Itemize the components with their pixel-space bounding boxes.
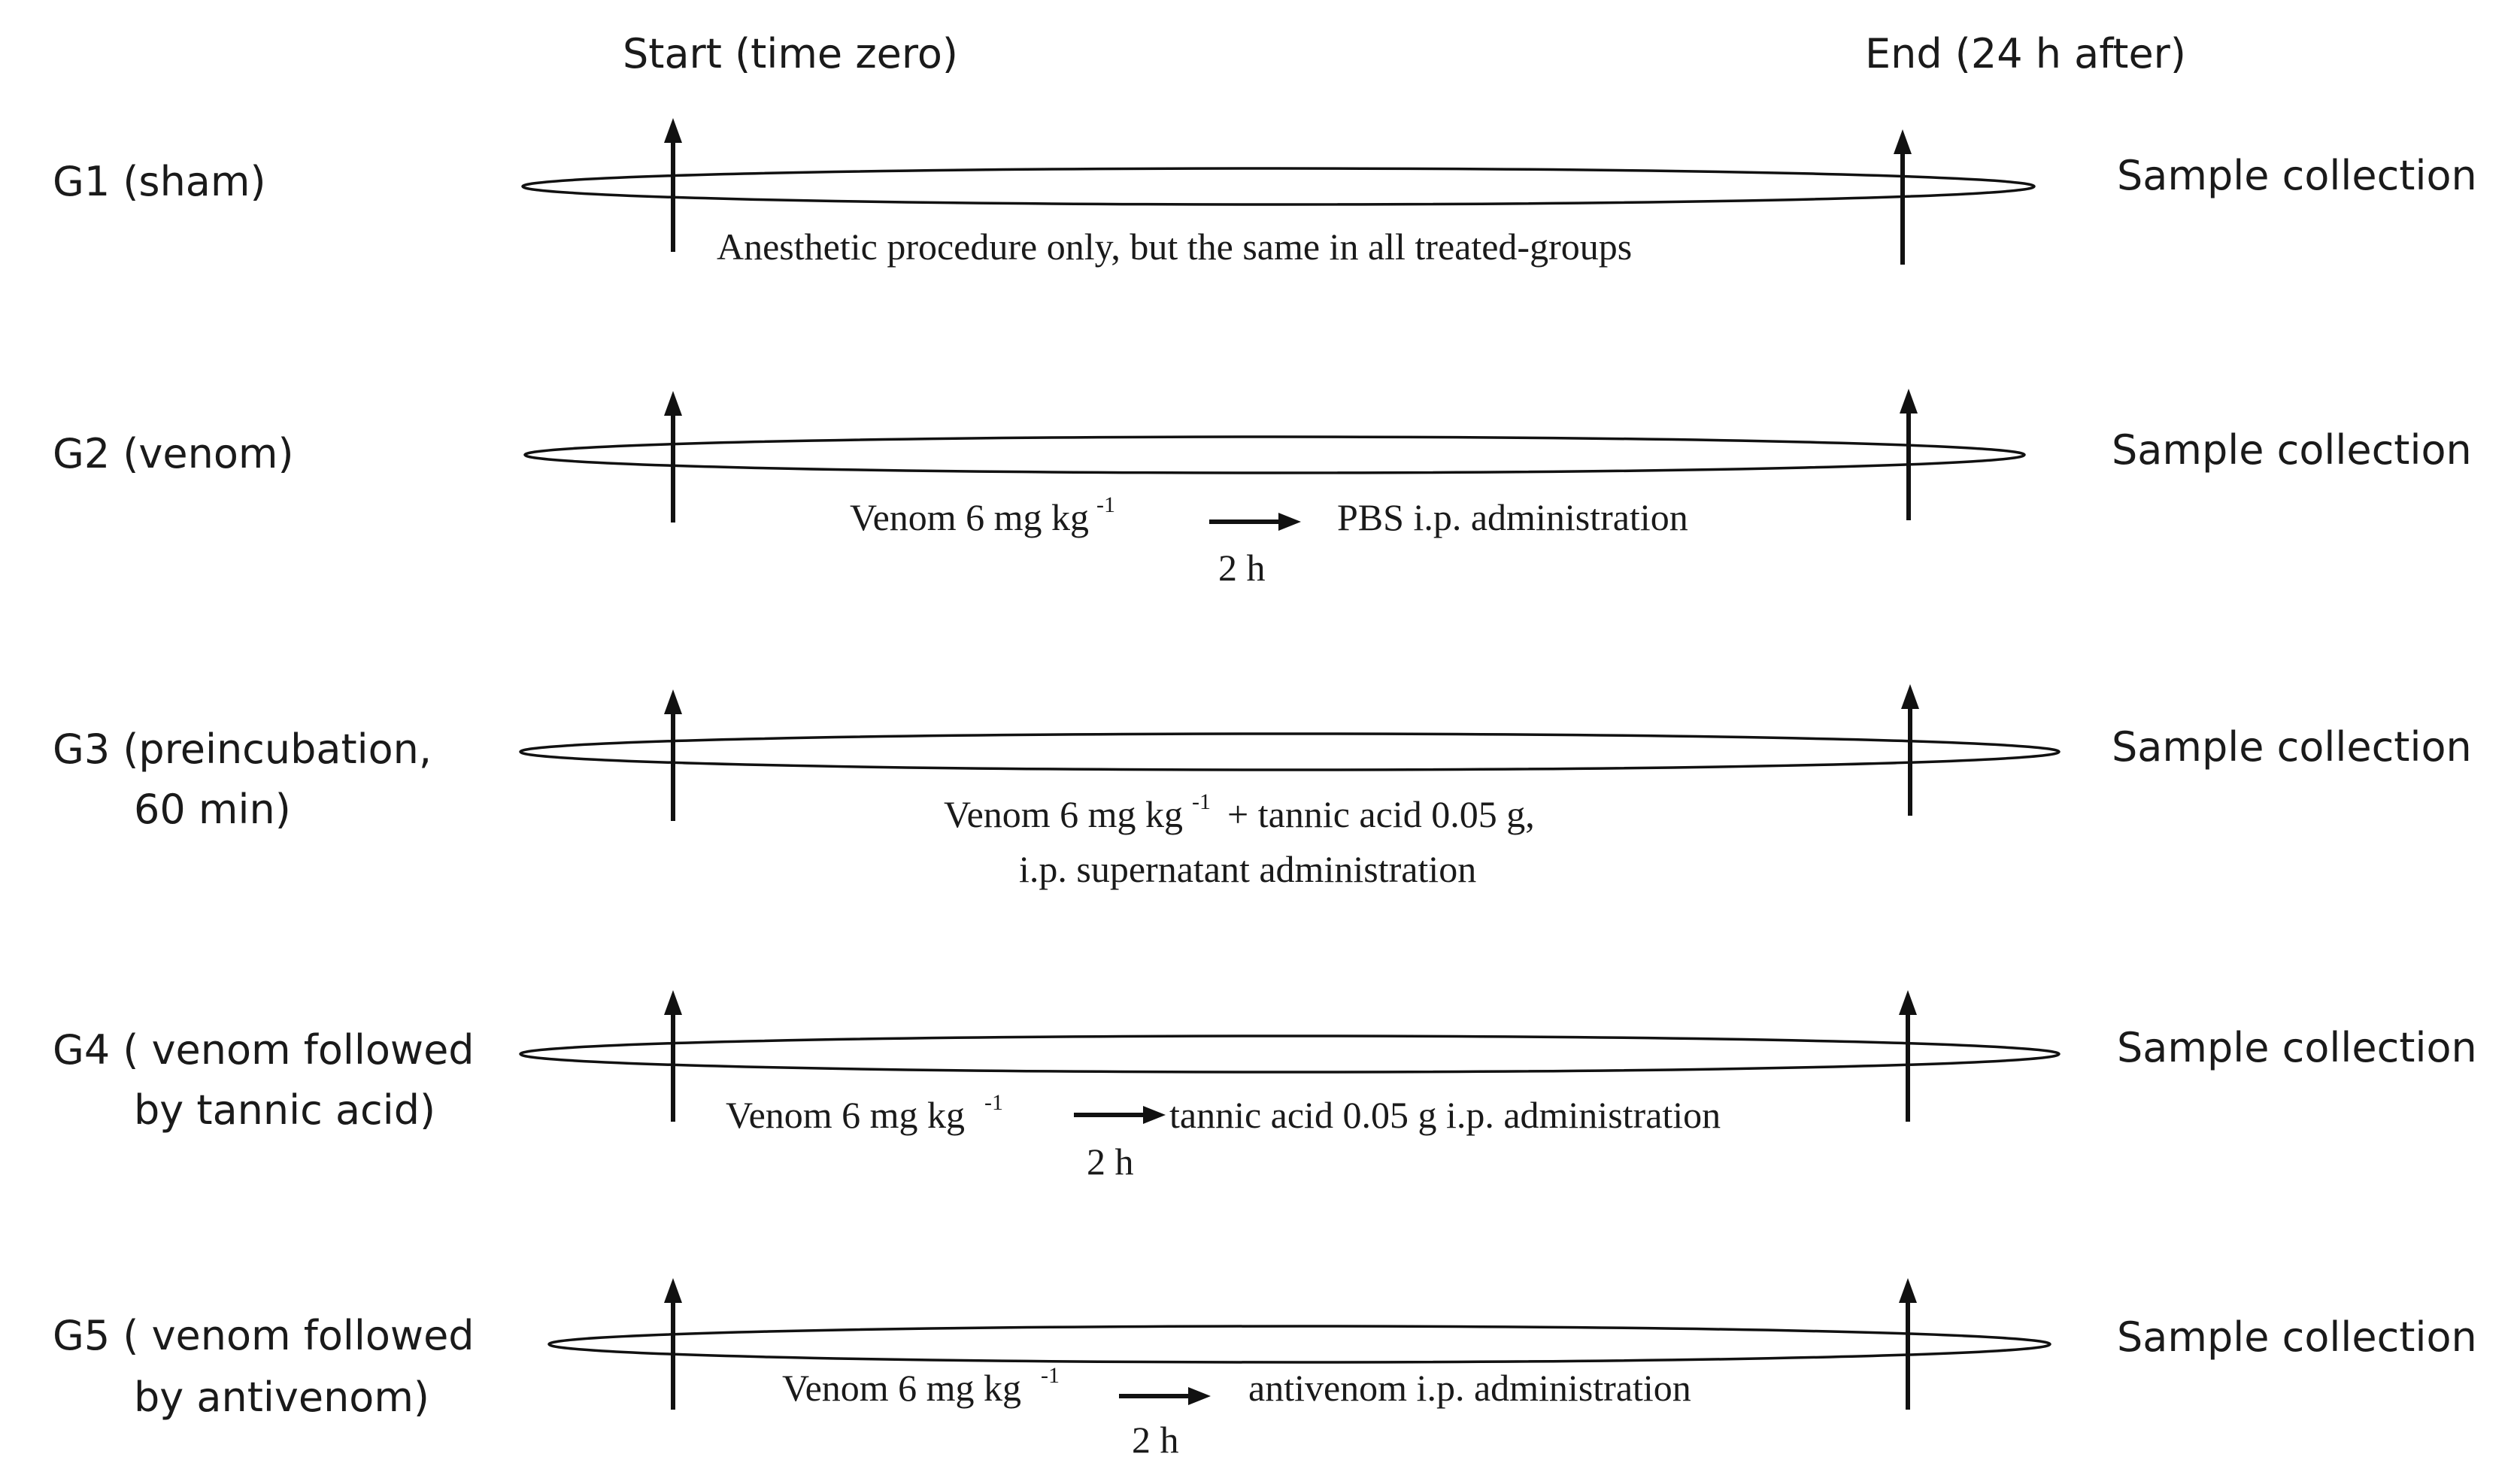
end-arrow-g1 — [1894, 129, 1912, 265]
group-label-g5-line2: by antivenom) — [134, 1374, 429, 1421]
timeline-bar-g1 — [521, 167, 2036, 206]
end-time-label: End (24 h after) — [1865, 30, 2186, 77]
end-arrow-g3 — [1901, 684, 1919, 816]
start-arrow-g1 — [664, 118, 682, 252]
group-row-g2: G2 (venom) Venom 6 mg kg-1 PBS i.p. admi… — [53, 389, 2472, 589]
group-row-g1: G1 (sham) Anesthetic procedure only, but… — [53, 118, 2477, 268]
start-arrow-g5 — [664, 1278, 682, 1410]
group-label-g3-line1: G3 (preincubation, — [53, 725, 432, 773]
group-row-g5: G5 ( venom followed by antivenom) Venom … — [53, 1278, 2477, 1457]
treatment-note-g1: Anesthetic procedure only, but the same … — [717, 226, 1632, 268]
treatment-dose-g3: Venom 6 mg kg-1+ tannic acid 0.05 g, — [944, 789, 1535, 835]
timeline-bar-g2 — [523, 435, 2026, 474]
timeline-bar-g5 — [547, 1325, 2051, 1364]
group-label-g5-line1: G5 ( venom followed — [53, 1312, 475, 1359]
sample-collection-label-g2: Sample collection — [2112, 426, 2472, 474]
start-arrow-g3 — [664, 689, 682, 821]
group-row-g4: G4 ( venom followed by tannic acid) Veno… — [53, 990, 2477, 1183]
end-arrow-g4 — [1899, 990, 1917, 1122]
group-label-g3-line2: 60 min) — [134, 786, 291, 833]
treatment-dose-g5: Venom 6 mg kg-1 — [782, 1363, 1060, 1409]
timeline-bar-g3 — [519, 732, 2061, 771]
group-label-g4-line1: G4 ( venom followed — [53, 1026, 475, 1074]
delay-label-g4: 2 h — [1087, 1140, 1134, 1183]
start-arrow-g2 — [664, 391, 682, 523]
end-arrow-g5 — [1899, 1278, 1917, 1410]
sample-collection-label-g3: Sample collection — [2112, 723, 2472, 771]
sample-collection-label-g4: Sample collection — [2117, 1024, 2477, 1071]
sample-collection-label-g5: Sample collection — [2117, 1313, 2477, 1361]
start-arrow-g4 — [664, 990, 682, 1122]
delay-label-g2: 2 h — [1218, 547, 1266, 589]
delay-arrow-g5 — [1119, 1387, 1211, 1405]
treatment-route-g3: i.p. supernatant administration — [1019, 848, 1476, 890]
group-label-g4-line2: by tannic acid) — [134, 1086, 435, 1134]
start-time-label: Start (time zero) — [623, 30, 958, 77]
end-arrow-g2 — [1900, 389, 1918, 520]
delay-arrow-g2 — [1209, 513, 1301, 531]
delay-label-g5: 2 h — [1132, 1419, 1179, 1457]
treatment-followup-g4: tannic acid 0.05 g i.p. administration — [1169, 1094, 1721, 1136]
timeline-bar-g4 — [519, 1034, 2061, 1074]
group-label-g2: G2 (venom) — [53, 430, 294, 477]
treatment-dose-g4: Venom 6 mg kg-1 — [726, 1090, 1003, 1136]
delay-arrow-g4 — [1074, 1106, 1166, 1124]
treatment-followup-g5: antivenom i.p. administration — [1248, 1367, 1691, 1409]
group-label-g1: G1 (sham) — [53, 158, 266, 205]
treatment-dose-g2: Venom 6 mg kg-1 — [850, 492, 1115, 538]
sample-collection-label-g1: Sample collection — [2117, 152, 2477, 199]
treatment-followup-g2: PBS i.p. administration — [1337, 496, 1688, 538]
group-row-g3: G3 (preincubation, 60 min) Venom 6 mg kg… — [53, 684, 2472, 890]
